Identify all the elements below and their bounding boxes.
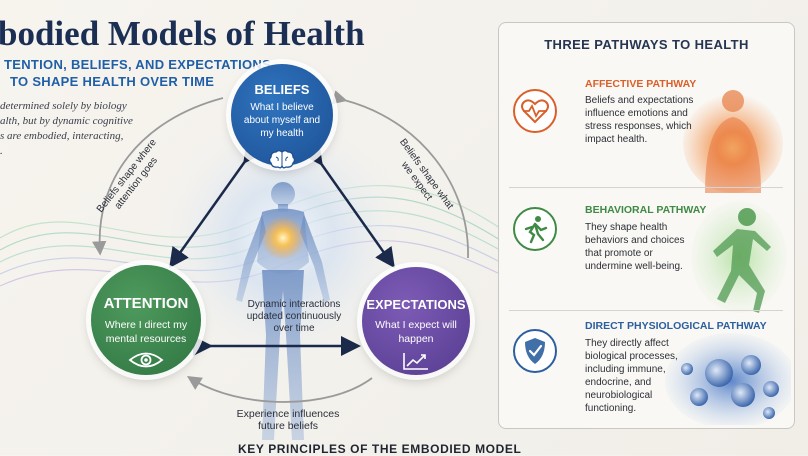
energy-core [261, 216, 305, 260]
right-arc [331, 90, 469, 259]
running-person-icon [513, 207, 557, 251]
desc-line: undermine well-being. [585, 261, 683, 272]
intro-line: alth, but by dynamic cognitive [0, 115, 133, 127]
desc-line: biological processes, [585, 351, 678, 362]
expectations-node: EXPECTATIONS What I expect will happen [362, 267, 470, 375]
bottom-arc [186, 376, 373, 403]
desc-line: stress responses, which [585, 121, 692, 132]
desc-line: behaviors and choices [585, 235, 685, 246]
beliefs-description: What I believe about myself and my healt… [243, 102, 321, 139]
desc-line: endocrine, and [585, 377, 652, 388]
heart-pulse-icon [513, 89, 557, 133]
cells-illustration [665, 333, 791, 425]
left-arc [92, 97, 224, 256]
panel-title: THREE PATHWAYS TO HEALTH [544, 37, 749, 52]
page-title: bodied Models of Health [0, 14, 365, 53]
trend-chart-icon [403, 353, 428, 370]
desc-line: functioning. [585, 403, 637, 414]
expectations-title: EXPECTATIONS [366, 297, 466, 312]
physiological-pathway-title: DIRECT PHYSIOLOGICAL PATHWAY [585, 320, 767, 332]
divider [509, 187, 783, 188]
divider [509, 310, 783, 311]
beliefs-title: BELIEFS [254, 82, 310, 97]
page-subtitle: TENTION, BELIEFS, AND EXPECTATIONS TO SH… [0, 56, 271, 90]
beliefs-attention-arrow [169, 141, 263, 269]
behavioral-pathway-description: They shape health behaviors and choices … [585, 221, 685, 273]
shield-check-icon [513, 329, 557, 373]
attention-node: ATTENTION Where I direct my mental resou… [91, 265, 201, 375]
affective-figure [683, 90, 783, 193]
desc-line: influence emotions and [585, 108, 688, 119]
behavioral-pathway-title: BEHAVIORAL PATHWAY [585, 204, 707, 216]
intro-line: s are embodied, interacting, [0, 130, 124, 142]
key-principles-heading: KEY PRINCIPLES OF THE EMBODIED MODEL [238, 442, 522, 456]
pathways-panel: THREE PATHWAYS TO HEALTH AFFECTIVE PATHW… [498, 22, 795, 429]
desc-line: that promote or [585, 248, 653, 259]
desc-line: They directly affect [585, 338, 669, 349]
attention-title: ATTENTION [103, 295, 189, 312]
desc-line: neurobiological [585, 390, 653, 401]
desc-line: They shape health [585, 222, 668, 233]
brain-icon [268, 149, 296, 169]
subtitle-line: TO SHAPE HEALTH OVER TIME [10, 74, 215, 89]
behavioral-figure [691, 201, 787, 313]
desc-line: Beliefs and expectations [585, 95, 694, 106]
eye-icon [128, 352, 164, 368]
affective-pathway-description: Beliefs and expectations influence emoti… [585, 94, 693, 146]
intro-line: determined solely by biology [0, 100, 127, 112]
beliefs-node: BELIEFS What I believe about myself and … [231, 64, 333, 166]
beliefs-expectations-arrow [303, 143, 395, 269]
attention-description: Where I direct my mental resources [104, 319, 188, 345]
desc-line: including immune, [585, 364, 666, 375]
center-caption: Dynamic interactions updated continuousl… [246, 299, 342, 334]
physiological-pathway-description: They directly affect biological processe… [585, 337, 678, 415]
bottom-arc-caption: Experience influences future beliefs [236, 408, 340, 432]
intro-text: determined solely by biology alth, but b… [0, 99, 133, 159]
affective-pathway-title: AFFECTIVE PATHWAY [585, 78, 697, 90]
desc-line: impact health. [585, 134, 648, 145]
expectations-description: What I expect will happen [375, 319, 457, 345]
subtitle-line: TENTION, BELIEFS, AND EXPECTATIONS [4, 57, 272, 72]
intro-line: . [0, 145, 3, 157]
